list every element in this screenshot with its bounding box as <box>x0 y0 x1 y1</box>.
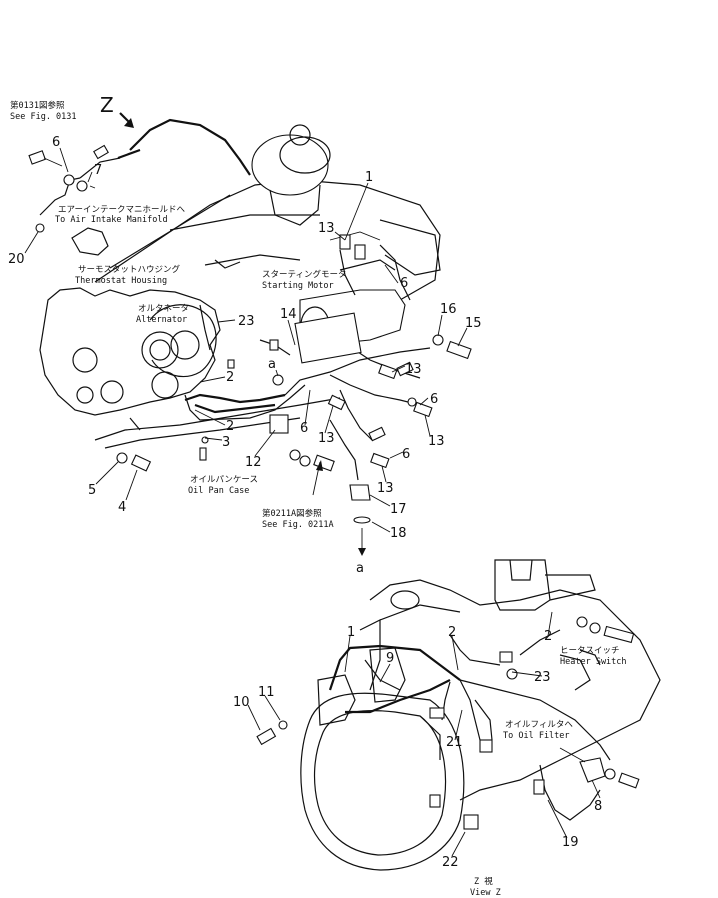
part-22: 22 <box>442 855 459 870</box>
part-18: 18 <box>390 526 407 541</box>
part-6: 6 <box>52 135 60 150</box>
part-9: 9 <box>386 651 394 666</box>
label-thermostat: サーモスタットハウジング Thermostat Housing <box>75 264 181 286</box>
part-17: 17 <box>390 502 407 517</box>
label-alternator: オルタネータ Alternator <box>136 304 189 325</box>
part-8: 8 <box>594 799 602 814</box>
thermostat-jp: サーモスタットハウジング <box>78 264 181 275</box>
fasteners-view-z <box>256 616 640 830</box>
leader-lines-top <box>24 147 468 533</box>
part-21: 21 <box>446 735 463 750</box>
view-z-jp: Z 視 <box>474 876 493 887</box>
oil-filter-jp: オイルフィルタへ <box>505 720 573 730</box>
part-2: 2 <box>226 419 234 434</box>
part-1: 1 <box>365 170 373 185</box>
wiring-harness-view-z <box>328 629 611 821</box>
thermostat-en: Thermostat Housing <box>75 276 167 286</box>
heater-switch-en: Heater Switch <box>560 657 627 667</box>
air-intake-en: To Air Intake Manifold <box>55 215 168 225</box>
part-13: 13 <box>318 221 335 236</box>
part-13: 13 <box>428 434 445 449</box>
part-15: 15 <box>465 316 482 331</box>
part-2: 2 <box>544 629 552 644</box>
heater-switch-jp: ヒータスイッチ <box>560 646 620 656</box>
oil-pan-en: Oil Pan Case <box>188 486 249 496</box>
part-11: 11 <box>258 685 275 700</box>
reference-fig-0131: 第0131図参照 See Fig. 0131 <box>10 100 77 122</box>
alternator-jp: オルタネータ <box>138 304 189 314</box>
reference-fig-0211a: 第0211A図参照 See Fig. 0211A <box>262 508 334 530</box>
part-2: 2 <box>226 370 234 385</box>
air-intake-jp: エアーインテークマニホールドへ <box>58 205 185 215</box>
label-oil-filter: オイルフィルタへ To Oil Filter <box>503 720 573 741</box>
ref-0211a-en: See Fig. 0211A <box>262 520 334 530</box>
engine-assembly-view-z <box>300 559 661 871</box>
direction-arrows <box>89 112 366 556</box>
part-23: 23 <box>238 314 255 329</box>
part-13: 13 <box>405 362 422 377</box>
label-oil-pan: オイルパンケース Oil Pan Case <box>188 475 258 496</box>
part-23: 23 <box>534 670 551 685</box>
part-13: 13 <box>377 481 394 496</box>
part-6: 6 <box>430 392 438 407</box>
starting-motor-en: Starting Motor <box>262 281 334 291</box>
alternator-en: Alternator <box>136 315 187 325</box>
ref-0131-en: See Fig. 0131 <box>10 112 77 122</box>
label-starting-motor: スターティングモータ Starting Motor <box>262 269 347 291</box>
part-4: 4 <box>118 500 126 515</box>
label-view-z: Z 視 View Z <box>470 876 501 898</box>
wiring-harness-top <box>39 118 431 481</box>
starting-motor-jp: スターティングモータ <box>262 269 347 280</box>
part-6: 6 <box>300 421 308 436</box>
part-1: 1 <box>347 625 355 640</box>
part-10: 10 <box>233 695 250 710</box>
point-a-bottom: a <box>356 561 364 576</box>
part-19: 19 <box>562 835 579 850</box>
part-16: 16 <box>440 302 457 317</box>
part-5: 5 <box>88 483 96 498</box>
oil-filter-en: To Oil Filter <box>503 731 570 741</box>
label-heater-switch: ヒータスイッチ Heater Switch <box>560 646 627 667</box>
part-callouts: 6 7 20 1 13 6 16 15 23 14 2 2 3 12 5 4 1… <box>8 135 602 870</box>
part-14: 14 <box>280 307 297 322</box>
part-13: 13 <box>318 431 335 446</box>
oil-pan-jp: オイルパンケース <box>190 475 258 485</box>
part-3: 3 <box>222 435 230 450</box>
view-z-marker: Z <box>100 93 114 117</box>
part-2: 2 <box>448 625 456 640</box>
view-z-en: View Z <box>470 888 501 898</box>
part-6: 6 <box>400 276 408 291</box>
part-7: 7 <box>94 163 102 178</box>
fasteners-top <box>28 144 472 524</box>
label-air-intake: エアーインテークマニホールドへ To Air Intake Manifold <box>55 205 185 225</box>
ref-0131-jp: 第0131図参照 <box>10 100 65 111</box>
part-6: 6 <box>402 447 410 462</box>
ref-0211a-jp: 第0211A図参照 <box>262 508 322 519</box>
point-a-top: a <box>268 357 276 372</box>
part-20: 20 <box>8 252 25 267</box>
part-12: 12 <box>245 455 262 470</box>
leader-lines-view-z <box>247 611 601 857</box>
